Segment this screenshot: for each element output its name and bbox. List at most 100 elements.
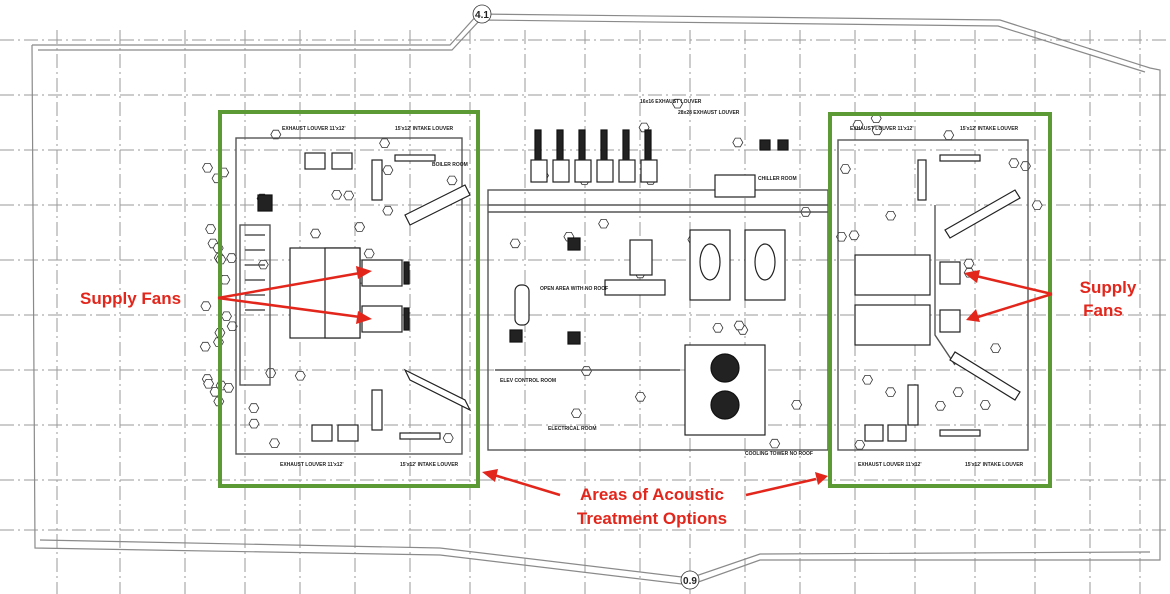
supply-fan [939,261,961,285]
equipment-tag-icon [265,368,277,378]
acoustic-areas-callout: Areas of Acoustic Treatment Options [482,469,828,528]
louver-label: EXHAUST LOUVER 11'x12' [282,126,346,132]
arrow [745,477,817,497]
grid-marker-top: 4.1 [472,4,492,24]
pump-pipe [578,129,586,161]
equipment-tag-icon [343,190,355,201]
electrical-room-label: ELECTRICAL ROOM [548,426,597,432]
boiler-room-label: BOILER ROOM [432,162,468,168]
equipment-tag-icon [769,438,781,449]
equipment-tag-icon [310,228,321,239]
equipment-tag-icon [598,218,610,229]
equipment-tag-icon [871,125,883,136]
arrowhead [482,469,498,482]
pump-pipe [534,129,542,161]
equipment-tag-icon [200,301,212,311]
equipment-tag-icon [990,343,1002,354]
louver-label: 15'x12' INTAKE LOUVER [965,462,1024,468]
equipment-tag-icon [943,130,955,140]
acoustic-label-line1: Areas of Acoustic [580,485,724,504]
equipment-tag-icon [446,175,458,186]
equipment-tag-icon [934,401,946,411]
central-plant: OPEN AREA WITH NO ROOF ELEV CONTROL ROOM… [487,99,829,457]
supply-fans-left-callout: Supply Fans [80,266,372,324]
arrow [217,271,361,300]
equipment-tag-icon [581,366,592,376]
equipment-tag-icon [248,403,260,413]
equipment-tag-icon [1031,200,1043,211]
equipment-tag-icon [570,408,582,419]
supply-fans-label-right: Fans [1083,301,1123,320]
pump [530,159,548,183]
equipment-tag-icon [199,341,211,352]
equipment-tag-icon [223,383,235,393]
pump [552,159,570,183]
chiller-room-label: CHILLER ROOM [758,176,797,182]
equipment-tag-icon [294,371,306,381]
equipment-tag-icon [885,387,897,397]
equipment-tag-icon [672,98,683,109]
equipment-tag-icon [952,387,964,397]
equipment-tag-icon [226,321,238,332]
equipment-tag-icon [363,248,375,259]
arrow [217,296,361,319]
acoustic-area-box-right [828,112,1052,488]
louver-label: 28x28 EXHAUST LOUVER [678,110,740,116]
pump-pipe [644,129,652,161]
arrowhead [964,270,980,283]
grid-marker-bottom-label: 0.9 [683,576,697,587]
supply-fans-label-right: Supply [1080,278,1137,297]
equipment-tag-icon [379,138,391,149]
arrow [977,292,1053,319]
equipment-tag-icon [248,418,260,429]
equipment-tag-icon [331,189,343,200]
equipment-tag-icon [712,323,724,333]
elev-control-room-label: ELEV CONTROL ROOM [500,378,556,384]
louver-label: EXHAUST LOUVER 11'x12' [850,126,914,132]
arrowhead [815,472,828,485]
open-area-label: OPEN AREA WITH NO ROOF [540,286,608,292]
pump-pipe [622,129,630,161]
building-outline-inner-bottom [39,539,1151,579]
equipment-tag-icon [854,440,866,450]
equipment-tag-icon [634,392,646,402]
equipment-tag-icon [848,230,860,241]
grid-marker-bottom: 0.9 [680,570,700,590]
louver-label: EXHAUST LOUVER 11'x12' [280,462,344,468]
equipment-tag-icon [979,400,991,410]
equipment-tag-icon [963,258,975,269]
louver-label: 15'x12' INTAKE LOUVER [395,126,454,132]
pump [640,159,658,183]
equipment-tag-icon [733,320,745,331]
arrow [493,473,561,497]
equipment-tag-icon [442,433,454,443]
supply-fan [361,259,403,287]
acoustic-label-line2: Treatment Options [577,509,727,528]
supply-fans-label-left: Supply Fans [80,289,181,308]
arrowhead [356,311,372,324]
equipment-tag-icon [270,129,282,140]
equipment-tag-icon [862,374,873,385]
pump-pipe [556,129,564,161]
louver-label: EXHAUST LOUVER 11'x12' [858,462,922,468]
pump-pipe [600,129,608,161]
equipment-tag-icon [1020,161,1031,171]
louver-label: 15'x12' INTAKE LOUVER [960,126,1019,132]
equipment-tag-icon [354,222,366,232]
equipment-tag-icon [382,165,394,175]
supply-fans-right-callout: Supply Fans [964,270,1137,322]
equipment-tag-icon [1008,158,1020,168]
pump [574,159,592,183]
arrowhead [966,309,980,322]
equipment-tag-icon [852,120,864,130]
left-fan-room: BOILER ROOM EXHAUST LOUVER 11'x12' 15'x1… [235,126,472,468]
equipment-tag-icon [732,137,744,148]
arrowhead [356,266,372,279]
equipment-tag-icon [791,399,803,410]
building-outline-inner [38,19,1146,73]
louver-label: 16x16 EXHAUST LOUVER [640,99,702,105]
arrow [975,274,1053,296]
equipment-tag-icon [839,164,851,174]
